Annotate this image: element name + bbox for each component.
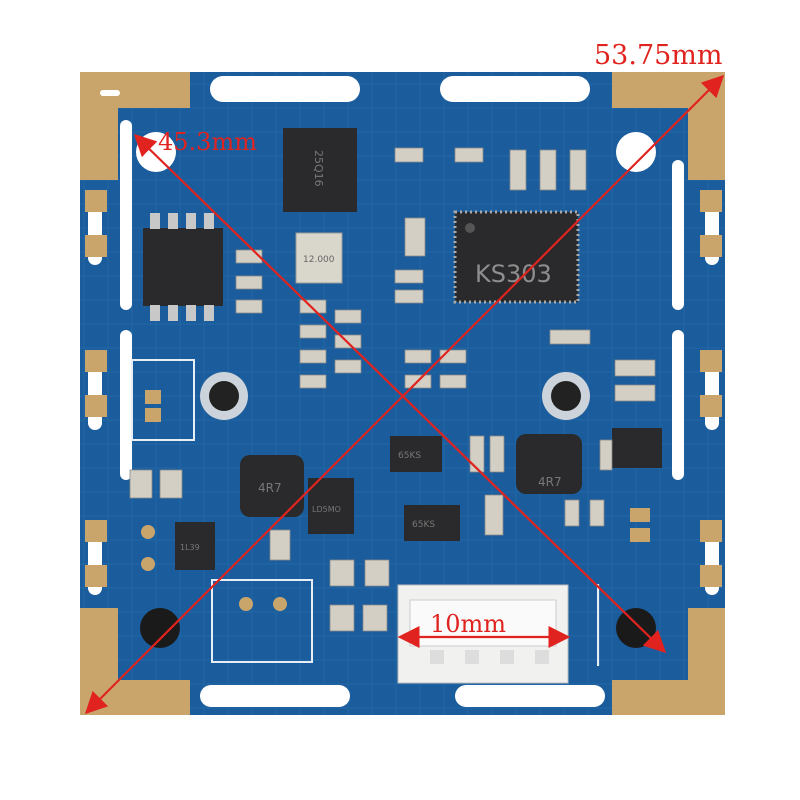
svg-text:65KS: 65KS (412, 520, 435, 530)
svg-text:4R7: 4R7 (258, 481, 282, 495)
diagonal-hole-label: 45.3mm (158, 128, 257, 156)
diagonal-outer-label: 53.75mm (594, 40, 723, 71)
main-chip-ks303: KS303 (453, 210, 580, 304)
svg-text:65KS: 65KS (398, 451, 421, 461)
eeprom-chip (143, 228, 223, 306)
svg-text:1L39: 1L39 (180, 543, 200, 552)
crystal-oscillator: 12.000 (295, 232, 343, 284)
svg-text:LD5MO: LD5MO (312, 505, 341, 514)
svg-text:25Q16: 25Q16 (312, 150, 325, 187)
diagonal-hole-line (133, 133, 667, 654)
flash-chip: 25Q16 (283, 128, 357, 212)
svg-text:12.000: 12.000 (303, 255, 335, 265)
connector-width-label: 10mm (430, 610, 506, 638)
svg-text:4R7: 4R7 (538, 475, 562, 489)
dimension-lines (84, 74, 725, 715)
main-chip-label: KS303 (475, 260, 552, 288)
